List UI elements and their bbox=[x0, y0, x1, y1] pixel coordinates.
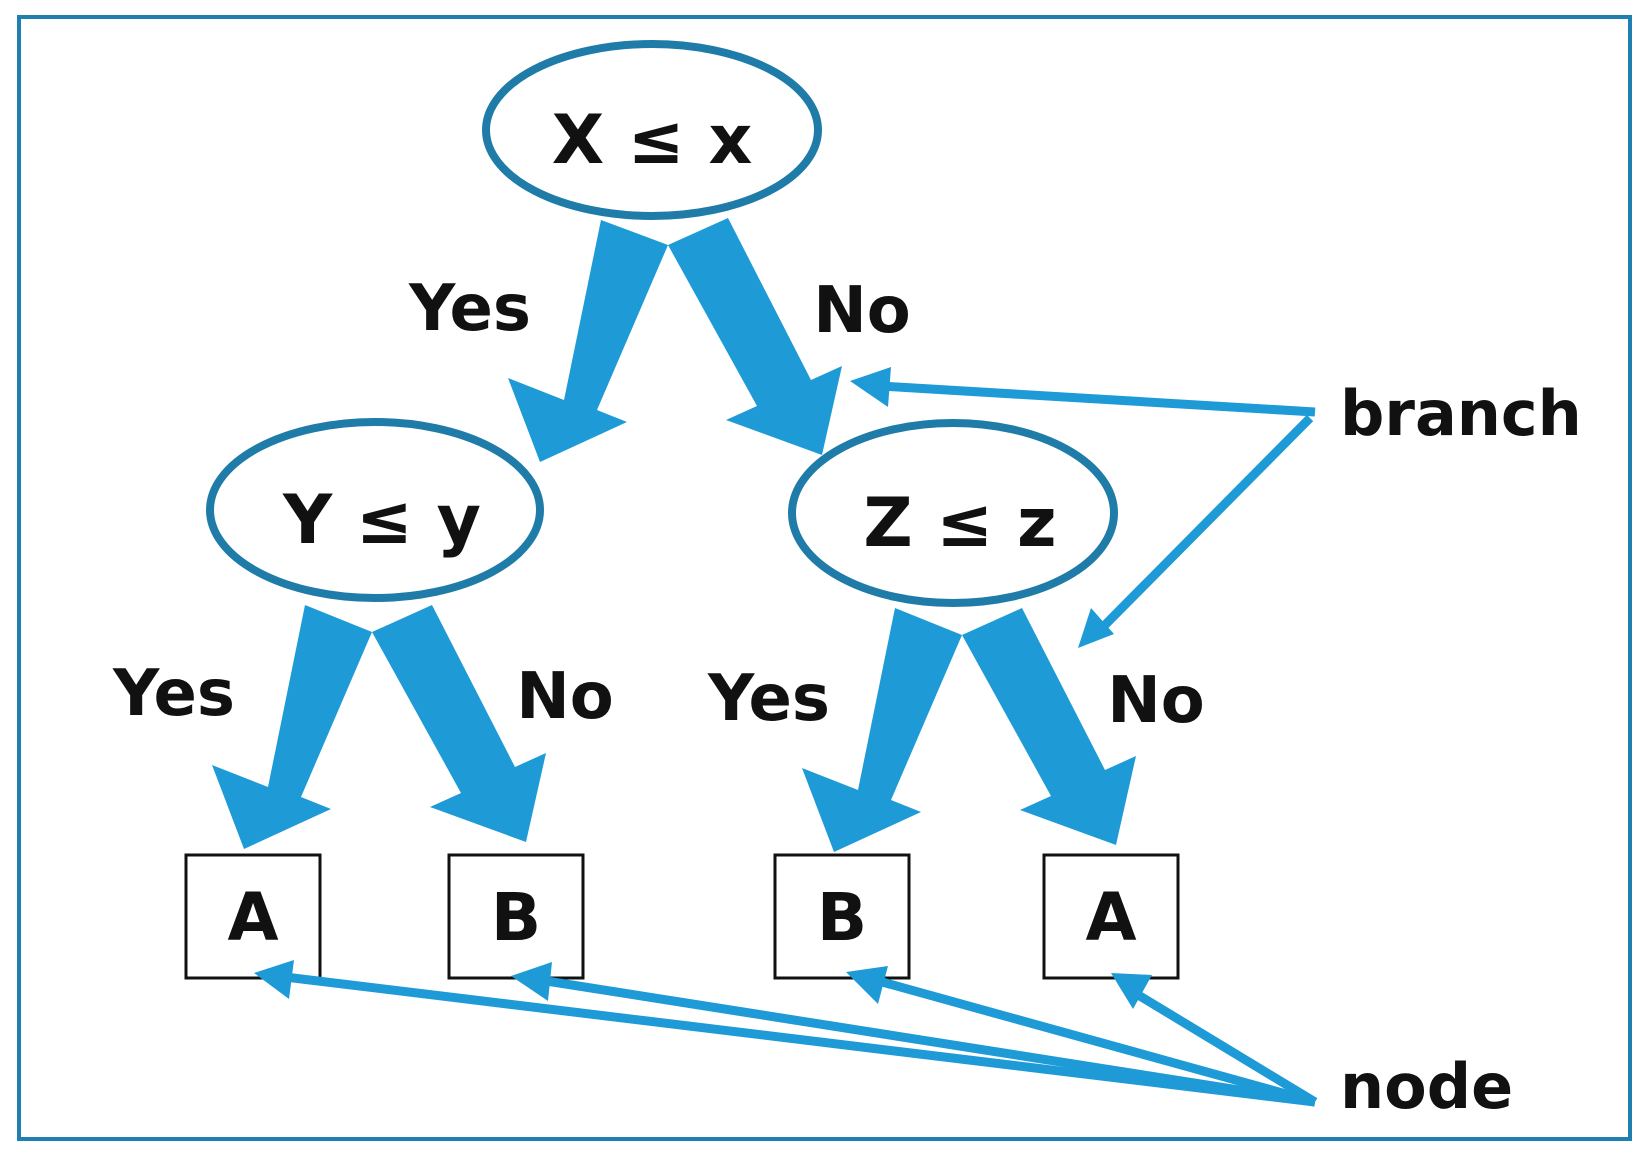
leaf-box-3 bbox=[773, 853, 911, 980]
branch-arrow-root-no bbox=[668, 218, 842, 455]
node-pointer-line-3 bbox=[873, 975, 1317, 1107]
node-pointer-line-2 bbox=[539, 975, 1316, 1107]
branch-pointer-head-2 bbox=[1078, 608, 1114, 648]
leaf-label-4: A bbox=[1085, 879, 1136, 956]
leaf-box-4 bbox=[1042, 853, 1180, 980]
left-node-label: Y ≤ y bbox=[282, 481, 481, 560]
edge-label-root-yes: Yes bbox=[408, 272, 531, 346]
root-node-ellipse bbox=[482, 40, 822, 220]
node-pointer-head-2 bbox=[511, 962, 552, 1001]
leaf-label-1: A bbox=[227, 879, 278, 956]
leaf-label-2: B bbox=[491, 879, 541, 956]
annotation-arrowheads bbox=[254, 367, 1152, 1009]
node-pointer-head-3 bbox=[846, 966, 888, 1004]
edge-label-left-yes: Yes bbox=[112, 657, 235, 731]
edge-label-right-yes: Yes bbox=[707, 662, 830, 736]
leaf-label-3: B bbox=[817, 879, 867, 956]
diagram-frame bbox=[17, 15, 1632, 1141]
node-pointer-line-4 bbox=[1132, 989, 1318, 1106]
branch-annotation-label: branch bbox=[1340, 377, 1582, 450]
branch-arrow-right-no bbox=[962, 608, 1136, 845]
branch-arrows bbox=[212, 218, 1136, 852]
right-node-label: Z ≤ z bbox=[863, 484, 1056, 563]
branch-arrow-root-yes bbox=[508, 220, 668, 462]
leaf-box-1 bbox=[184, 853, 322, 980]
right-node-ellipse bbox=[788, 419, 1118, 607]
branch-arrow-right-yes bbox=[802, 608, 962, 852]
branch-arrow-left-no bbox=[372, 605, 546, 842]
edge-label-root-no: No bbox=[813, 274, 911, 348]
annotation-arrows bbox=[284, 381, 1318, 1107]
leaf-nodes: A B B A bbox=[184, 853, 1180, 980]
node-pointer-head-1 bbox=[254, 960, 294, 999]
left-node-ellipse bbox=[206, 418, 544, 602]
branch-arrow-left-yes bbox=[212, 605, 372, 849]
node-annotation-label: node bbox=[1340, 1050, 1513, 1123]
node-pointer-head-4 bbox=[1111, 973, 1152, 1009]
branch-pointer-head-1 bbox=[850, 367, 891, 407]
edge-label-left-no: No bbox=[516, 660, 614, 734]
edge-label-right-no: No bbox=[1107, 664, 1205, 738]
node-pointer-line-1 bbox=[284, 972, 1316, 1107]
branch-pointer-line-1 bbox=[879, 381, 1316, 417]
branch-pointer-line-2 bbox=[1096, 414, 1314, 634]
root-node-label: X ≤ x bbox=[552, 101, 753, 180]
